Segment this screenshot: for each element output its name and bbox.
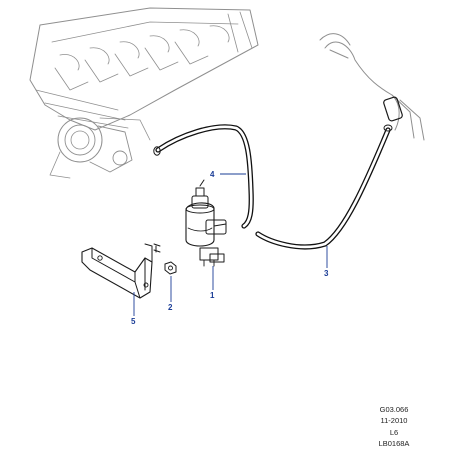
- vacuum-solenoid-valve: [185, 179, 227, 267]
- vacuum-hose-4: [153, 124, 254, 229]
- drawing-reference-block: G03.066 11-2010 L6 LB0168A: [364, 404, 424, 450]
- callout-3: 3: [324, 269, 329, 278]
- turbo-hose-ghost: [319, 33, 425, 141]
- callout-2: 2: [168, 303, 173, 312]
- model-code: L6: [389, 427, 399, 437]
- vacuum-hose-3: [255, 124, 393, 250]
- mounting-nut: [164, 261, 177, 275]
- throttle-body: [49, 117, 151, 179]
- mounting-bracket: [81, 243, 161, 299]
- revision-date: 11-2010: [380, 416, 408, 426]
- callout-1: 1: [210, 291, 215, 300]
- drawing-ref: LB0168A: [378, 439, 410, 449]
- intake-manifold: [29, 7, 259, 131]
- callout-4: 4: [210, 170, 215, 179]
- callout-5: 5: [131, 317, 136, 326]
- figure-code: G03.066: [379, 405, 409, 414]
